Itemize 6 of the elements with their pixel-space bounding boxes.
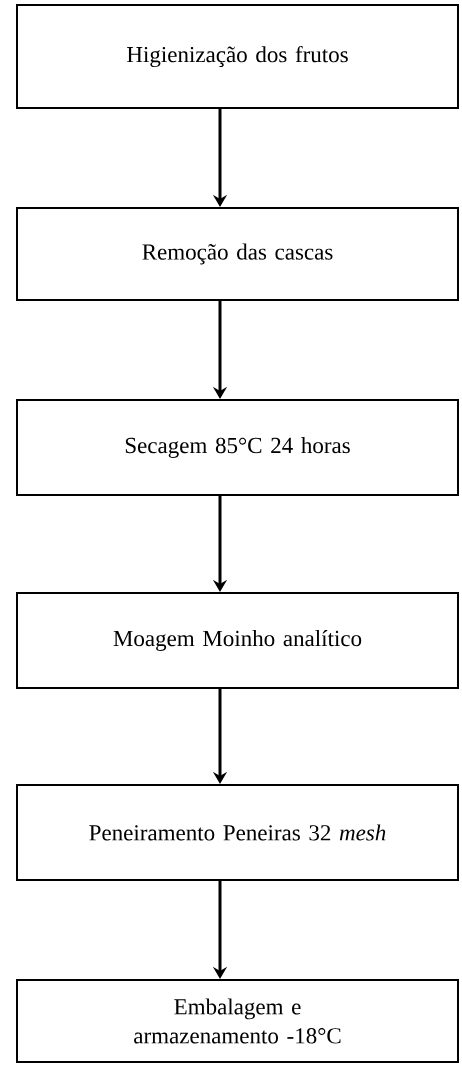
process-box: Peneiramento Peneiras 32 mesh: [16, 784, 459, 881]
process-box: Secagem 85°C 24 horas: [16, 399, 459, 496]
process-box: Remoção das cascas: [16, 207, 459, 301]
process-box: Higienização dos frutos: [16, 4, 459, 109]
process-box: Embalagem e armazenamento -18°C: [16, 979, 459, 1063]
process-box: Moagem Moinho analítico: [16, 592, 459, 689]
